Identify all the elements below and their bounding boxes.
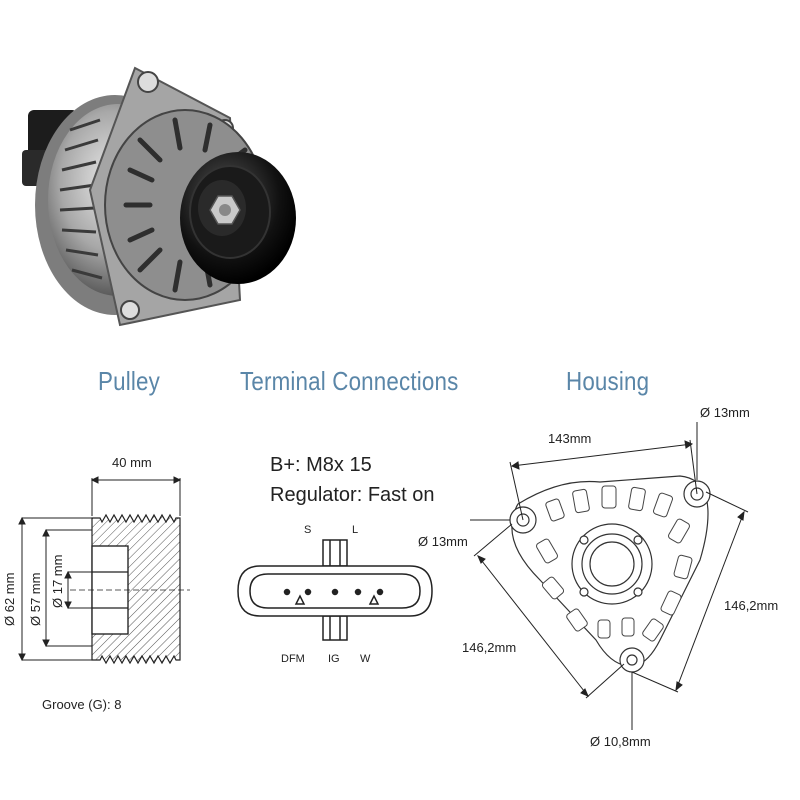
housing-vents (536, 485, 693, 642)
regulator-spec: Regulator: Fast on (270, 484, 435, 506)
housing-left-hole-label: Ø 13mm (418, 534, 468, 549)
pin-label-ig: IG (328, 653, 340, 665)
housing-drawing (509, 475, 711, 673)
housing-width-label: 143mm (548, 431, 591, 446)
pin-label-l: L (352, 524, 358, 536)
pulley-dimensions (18, 476, 182, 662)
bplus-spec: B+: M8x 15 (270, 454, 372, 476)
housing-bottom-hole-label: Ø 10,8mm (590, 734, 651, 749)
terminal-connections-title: Terminal Connections (240, 366, 459, 396)
terminal-connector-drawing (237, 539, 433, 641)
pulley-outer-diameter-label: Ø 62 mm (2, 573, 17, 626)
pin-label-dfm: DFM (281, 653, 305, 665)
housing-right-side-label: 146,2mm (724, 598, 778, 613)
pin-label-s: S (304, 524, 311, 536)
pin-label-w: W (360, 653, 371, 665)
pulley-title: Pulley (98, 366, 160, 396)
groove-count-label: Groove (G): 8 (42, 697, 121, 712)
pulley-bore-diameter-label: Ø 17 mm (50, 555, 65, 608)
housing-left-side-label: 146,2mm (462, 640, 516, 655)
alternator-illustration (22, 66, 296, 327)
pulley-mid-diameter-label: Ø 57 mm (28, 573, 43, 626)
pulley-drawing (70, 513, 190, 665)
pulley-width-label: 40 mm (112, 455, 152, 470)
housing-title: Housing (566, 366, 650, 396)
housing-dimensions (470, 422, 749, 730)
housing-top-hole-label: Ø 13mm (700, 405, 750, 420)
